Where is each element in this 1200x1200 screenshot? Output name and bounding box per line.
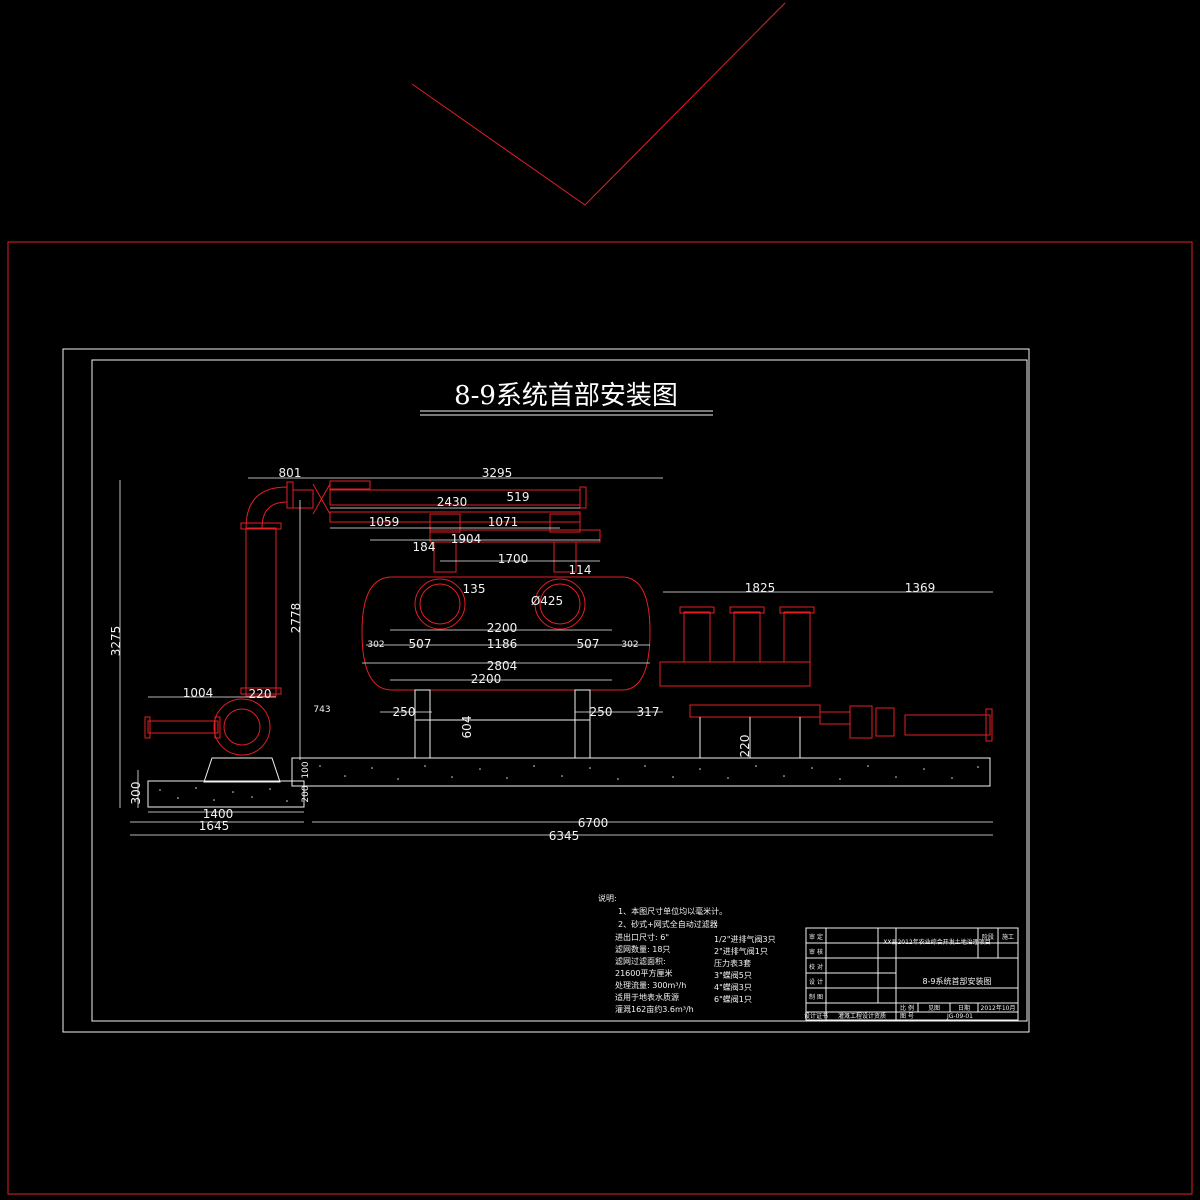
dim-220-right: 220 (738, 735, 752, 758)
note-right-2: 压力表3套 (714, 958, 751, 968)
tb-row-3: 设 计 (809, 978, 823, 986)
dim-2200-lower: 2200 (471, 672, 502, 686)
dimension-lines (119, 477, 993, 836)
dim-1400: 1400 (203, 807, 234, 821)
dim-2804: 2804 (487, 659, 518, 673)
dim-519: 519 (507, 490, 530, 504)
dim-6345: 6345 (549, 829, 580, 843)
tb-stage-value: 施工 (1002, 933, 1014, 941)
dim-250-right: 250 (590, 705, 613, 719)
title-block: 审 定 审 核 校 对 设 计 制 图 设计证书 XX县2012年农业综合开发土… (804, 927, 1019, 1021)
dim-2430: 2430 (437, 495, 468, 509)
note-right-1: 2"进排气阀1只 (714, 946, 768, 956)
dim-317: 317 (637, 705, 660, 719)
dim-1004: 1004 (183, 686, 214, 700)
screen-filter-bank (659, 606, 993, 758)
note-right-5: 6"蝶阀1只 (714, 994, 752, 1004)
notes-block: 说明: 1、本图尺寸单位均以毫米计。 2、砂式+网式全自动过滤器 进出口尺寸: … (598, 893, 776, 1014)
note-left-5: 适用于地表水质源 (615, 992, 679, 1002)
sand-filter-tank (361, 576, 651, 759)
notes-heading: 说明: (598, 893, 617, 903)
dim-3275: 3275 (109, 626, 123, 657)
dim-1825: 1825 (745, 581, 776, 595)
note-1: 1、本图尺寸单位均以毫米计。 (618, 906, 727, 916)
dim-507-left: 507 (409, 637, 432, 651)
red-v-line (411, 2, 786, 206)
note-left-3: 21600平方厘米 (615, 968, 672, 978)
dim-604: 604 (460, 716, 474, 739)
dim-1700: 1700 (498, 552, 529, 566)
dim-6700: 6700 (578, 816, 609, 830)
note-2: 2、砂式+网式全自动过滤器 (618, 919, 718, 929)
tb-cert: 灌溉工程设计资质 (838, 1012, 886, 1020)
note-left-6: 灌溉162亩约3.6m³/h (615, 1004, 694, 1014)
frame-inner (91, 359, 1028, 1022)
frame-outer (62, 348, 1030, 1033)
dim-114: 114 (569, 563, 592, 577)
note-left-0: 进出口尺寸: 6" (615, 932, 669, 942)
pump-assembly (144, 481, 294, 783)
tb-row-0: 审 定 (809, 933, 823, 941)
dim-743: 743 (313, 705, 330, 715)
dim-801: 801 (279, 466, 302, 480)
dim-1059: 1059 (369, 515, 400, 529)
tb-scale-label: 比 例 (900, 1004, 914, 1012)
dim-507-right: 507 (577, 637, 600, 651)
dim-220-left: 220 (249, 687, 272, 701)
ground-slab (147, 757, 991, 808)
dim-184: 184 (413, 540, 436, 554)
tb-row-2: 校 对 (809, 963, 823, 971)
dim-1645: 1645 (199, 819, 230, 833)
tb-date-value: 2012年10月 (981, 1004, 1016, 1012)
tb-sheet-no: JG-09-01 (946, 1013, 973, 1020)
note-left-1: 滤网数量: 18只 (615, 944, 670, 954)
tb-row-1: 审 核 (809, 948, 823, 956)
dim-2200-upper: 2200 (487, 621, 518, 635)
tb-project: XX县2012年农业综合开发土地治理项目 (883, 938, 991, 946)
tb-row-4: 制 图 (809, 993, 823, 1001)
dim-1369: 1369 (905, 581, 936, 595)
outer-sheet-border (7, 241, 1193, 1195)
note-left-4: 处理流量: 300m³/h (615, 980, 686, 990)
note-right-4: 4"蝶阀3只 (714, 982, 752, 992)
tb-row-5: 设计证书 (804, 1012, 828, 1020)
dim-1186: 1186 (487, 637, 518, 651)
tb-sheet-label: 图 号 (900, 1013, 914, 1020)
dim-302-left: 302 (367, 640, 384, 650)
note-left-2: 滤网过滤面积: (615, 956, 666, 966)
note-right-3: 3"蝶阀5只 (714, 970, 752, 980)
upper-manifold (292, 480, 601, 573)
dim-135: 135 (463, 582, 486, 596)
dim-100: 100 (301, 761, 311, 778)
dim-302-right: 302 (621, 640, 638, 650)
tb-scale-value: 见图 (928, 1005, 940, 1012)
dim-425: Ø425 (531, 594, 563, 608)
tb-drawing-name: 8-9系统首部安装图 (922, 976, 991, 986)
dim-250-left: 250 (393, 705, 416, 719)
note-right-0: 1/2"进排气阀3只 (714, 934, 776, 944)
dim-300: 300 (129, 782, 143, 805)
dim-2778: 2778 (289, 603, 303, 634)
dim-3295: 3295 (482, 466, 513, 480)
dim-200: 200 (301, 785, 311, 802)
drawing-title: 8-9系统首部安装图 (454, 381, 678, 411)
tb-date-label: 日期 (958, 1004, 970, 1012)
dim-1904: 1904 (451, 532, 482, 546)
dim-1071: 1071 (488, 515, 519, 529)
tb-stage-label: 阶段 (982, 933, 994, 941)
